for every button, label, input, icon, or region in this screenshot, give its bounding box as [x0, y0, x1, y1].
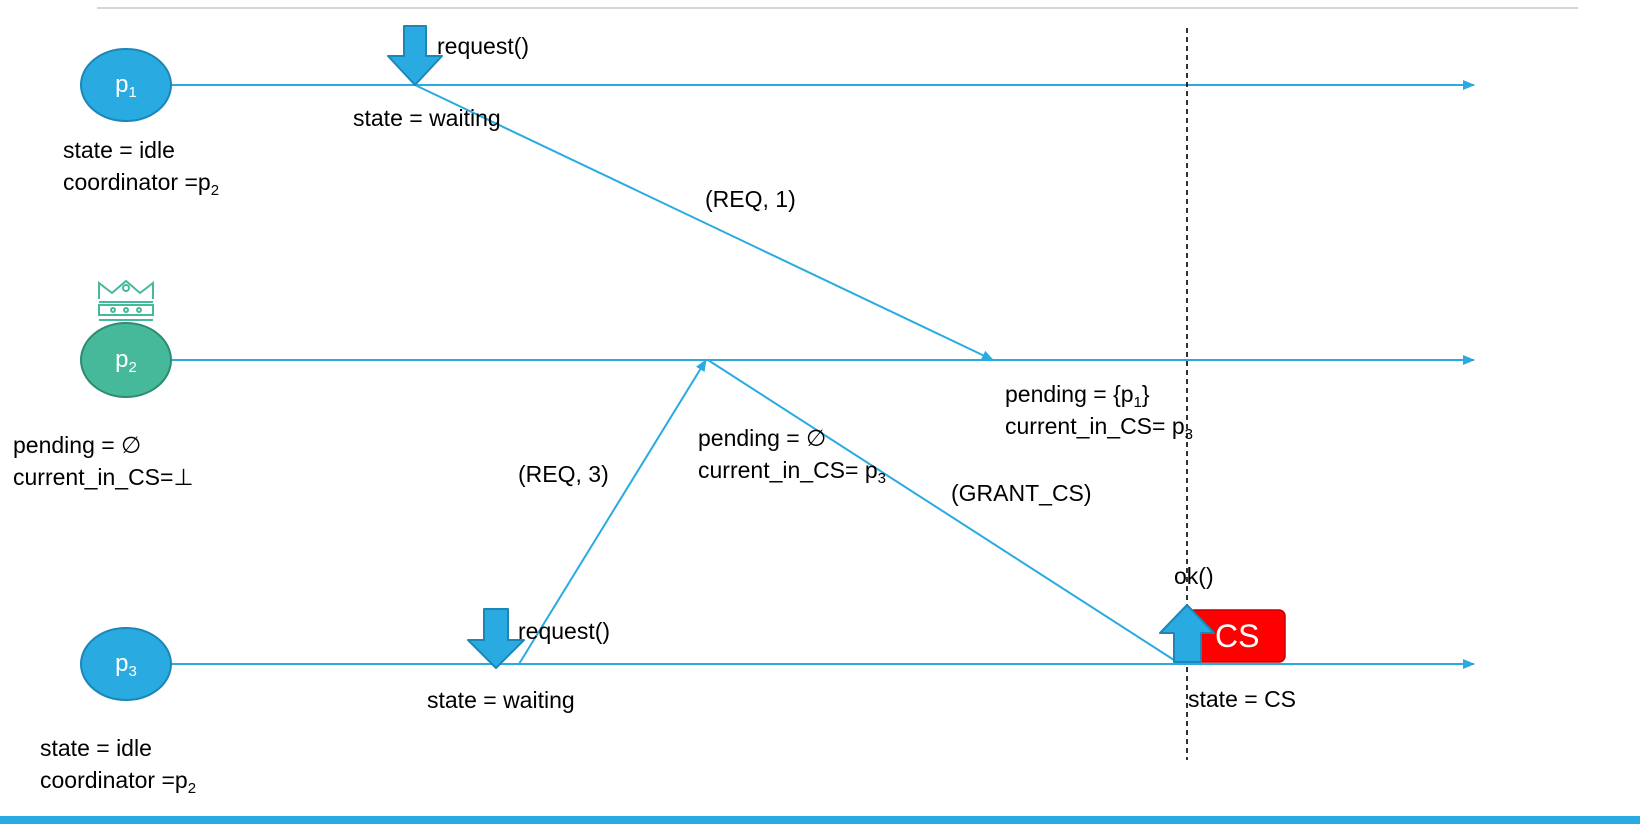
bottom-accent-bar [0, 816, 1640, 824]
message-label-req3: (REQ, 3) [518, 461, 609, 487]
ok-up-arrow-icon [1159, 604, 1215, 663]
process-label-p2: p2 [115, 346, 137, 376]
p2-initial-current: current_in_CS=⊥ [13, 464, 194, 490]
critical-section-label: CS [1215, 618, 1260, 654]
p1-idle-state: state = idle [63, 137, 175, 163]
p3-coordinator: coordinator =p2 [40, 767, 197, 797]
process-label-p1: p1 [115, 71, 137, 101]
process-node-p3 [80, 627, 172, 701]
p2-grant-pending: pending = ∅ [698, 425, 827, 451]
p3-waiting-state: state = waiting [427, 687, 575, 713]
p2-req1-pending: pending = {p1} [1005, 381, 1150, 411]
message-arrow-grant [707, 359, 1175, 661]
p1-waiting-state: state = waiting [353, 105, 501, 131]
p2-req1-current: current_in_CS= p3 [1005, 413, 1193, 443]
process-node-p1 [80, 48, 172, 122]
process-node-p2 [80, 322, 172, 398]
p1-request-label: request() [437, 33, 530, 59]
p3-request-label: request() [518, 618, 611, 644]
p2-grant-current: current_in_CS= p3 [698, 457, 886, 487]
p3-cs-state: state = CS [1188, 686, 1297, 712]
message-arrow-req3 [518, 359, 707, 665]
ok-label: ok() [1174, 563, 1214, 589]
p2-initial-pending: pending = ∅ [13, 432, 142, 458]
request-down-arrow-icon-p1 [387, 25, 443, 86]
p1-coordinator: coordinator =p2 [63, 169, 220, 199]
process-label-p3: p3 [115, 650, 137, 680]
request-down-arrow-icon-p3 [467, 608, 525, 669]
message-arrow-req1 [414, 84, 994, 361]
message-label-req1: (REQ, 1) [705, 186, 796, 212]
crown-icon [98, 279, 154, 321]
message-label-grant: (GRANT_CS) [951, 480, 1092, 506]
p3-idle-state: state = idle [40, 735, 152, 761]
